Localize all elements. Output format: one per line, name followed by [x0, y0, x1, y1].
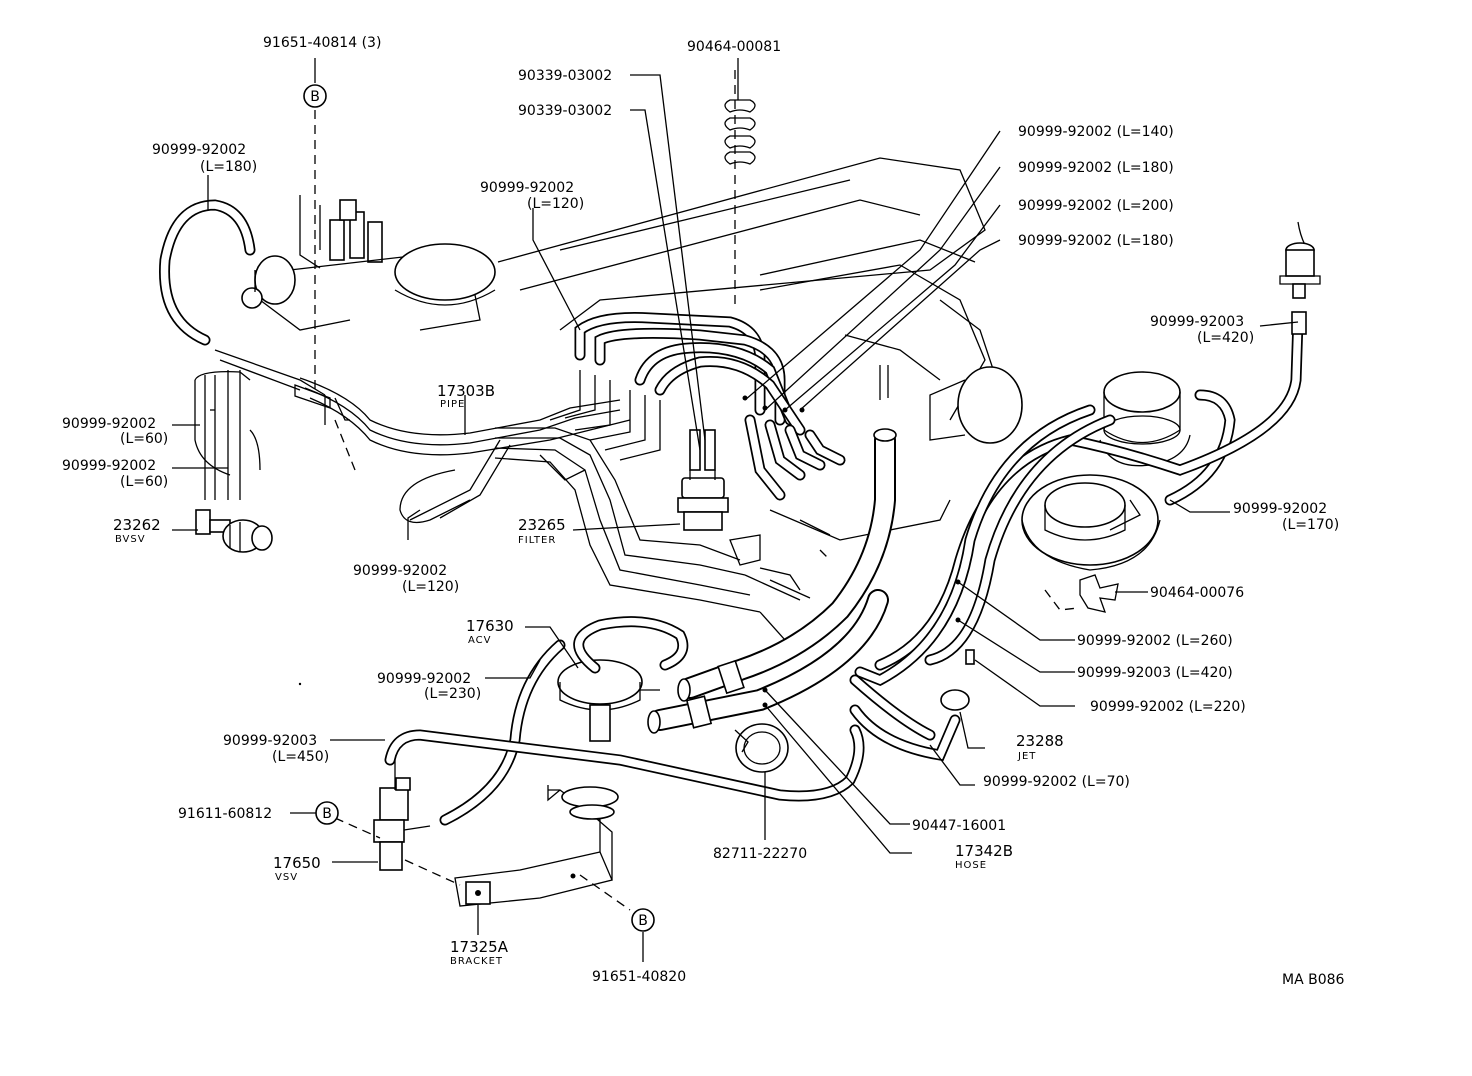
- label-17630-sub: ACV: [468, 635, 492, 646]
- label-hose-l120-bot-len: (L=120): [402, 579, 459, 595]
- ref-b-top-icon: B: [303, 84, 327, 108]
- label-90339-03002-a: 90339-03002: [518, 68, 612, 84]
- label-hose-92003-l420-top-len: (L=420): [1197, 330, 1254, 346]
- label-hose-l180-tl: 90999-92002: [152, 142, 246, 158]
- label-17303b: 17303B: [437, 382, 495, 400]
- label-23288-sub: JET: [1017, 751, 1036, 762]
- label-hose-l260: 90999-92002 (L=260): [1077, 633, 1233, 649]
- label-91651-40814: 91651-40814 (3): [263, 35, 381, 51]
- pipe-bundle: [299, 370, 801, 641]
- label-91611-60812: 91611-60812: [178, 806, 272, 822]
- label-17342b: 17342B: [955, 842, 1013, 860]
- label-hose-l170: 90999-92002: [1233, 501, 1327, 517]
- filter-icon: [677, 429, 811, 599]
- label-hose-l230-len: (L=230): [424, 686, 481, 702]
- label-82711-22270: 82711-22270: [713, 846, 807, 862]
- ref-b-vsv-icon: B: [315, 801, 339, 825]
- jet-icon: [940, 689, 970, 711]
- sensor-icon: [1279, 221, 1321, 335]
- label-hose-l200: 90999-92002 (L=200): [1018, 198, 1174, 214]
- label-17325a: 17325A: [450, 938, 509, 956]
- label-23265: 23265: [518, 516, 566, 534]
- label-91651-40820: 91651-40820: [592, 969, 686, 985]
- label-17650-sub: VSV: [275, 872, 298, 883]
- label-hose-l120-top: 90999-92002: [480, 180, 574, 196]
- lower-hoses: [384, 639, 865, 826]
- clip-90464-00081-icon: [724, 99, 756, 165]
- svg-text:B: B: [322, 806, 332, 822]
- engine-outline: [497, 70, 1023, 561]
- label-hose-l70: 90999-92002 (L=70): [983, 774, 1130, 790]
- label-hose-l60-a-len: (L=60): [120, 431, 168, 447]
- label-17630: 17630: [466, 617, 514, 635]
- label-hose-92003-l450: 90999-92003: [223, 733, 317, 749]
- svg-text:B: B: [310, 89, 320, 105]
- svg-text:B: B: [638, 913, 648, 929]
- clamp-icon: [734, 723, 789, 773]
- label-hose-l170-len: (L=170): [1282, 517, 1339, 533]
- left-hose-assembly: [194, 349, 356, 500]
- label-17342b-sub: HOSE: [955, 860, 987, 871]
- pipe-dots: [298, 395, 961, 708]
- label-hose-l180-r1: 90999-92002 (L=180): [1018, 160, 1174, 176]
- label-hose-l180-tl-len: (L=180): [200, 159, 257, 175]
- label-hose-l60-b: 90999-92002: [62, 458, 156, 474]
- distributor-icon: [241, 195, 496, 331]
- bracket-icon: [454, 785, 619, 907]
- label-23288: 23288: [1016, 732, 1064, 750]
- hose-l180-topleft: [159, 199, 256, 346]
- label-90447-16001: 90447-16001: [912, 818, 1006, 834]
- label-hose-92003-l420: 90999-92003 (L=420): [1077, 665, 1233, 681]
- bvsv-icon: [195, 509, 273, 553]
- label-90339-03002-b: 90339-03002: [518, 103, 612, 119]
- label-hose-l180-r2: 90999-92002 (L=180): [1018, 233, 1174, 249]
- label-hose-92003-l450-len: (L=450): [272, 749, 329, 765]
- upper-hose-bundle: [574, 312, 846, 501]
- label-17325a-sub: BRACKET: [450, 956, 503, 967]
- label-hose-92003-l420-top: 90999-92003: [1150, 314, 1244, 330]
- label-23265-sub: FILTER: [518, 535, 556, 546]
- label-hose-l220: 90999-92002 (L=220): [1090, 699, 1246, 715]
- label-23262: 23262: [113, 516, 161, 534]
- label-hose-l60-b-len: (L=60): [120, 474, 168, 490]
- clip-90464-00076-icon: [1044, 574, 1119, 613]
- acv-icon: [557, 616, 689, 742]
- air-cleaner-snorkel: [957, 366, 1023, 444]
- leader-lines: [172, 58, 1299, 962]
- diagram-code: MA B086: [1282, 972, 1345, 988]
- right-canisters: [1021, 371, 1236, 571]
- label-hose-l140: 90999-92002 (L=140): [1018, 124, 1174, 140]
- label-hose-l120-bot: 90999-92002: [353, 563, 447, 579]
- label-17650: 17650: [273, 854, 321, 872]
- label-90464-00081: 90464-00081: [687, 39, 781, 55]
- label-23262-sub: BVSV: [115, 534, 146, 545]
- part-labels: 91651-40814 (3) 90464-00081 90339-03002 …: [62, 35, 1345, 988]
- right-hoses: [849, 314, 1304, 762]
- label-90464-00076: 90464-00076: [1150, 585, 1244, 601]
- ref-b-bracket-icon: B: [631, 908, 655, 932]
- label-hose-l230: 90999-92002: [377, 671, 471, 687]
- label-hose-l60-a: 90999-92002: [62, 416, 156, 432]
- vsv-icon: [373, 760, 431, 871]
- label-17303b-sub: PIPE: [440, 399, 465, 410]
- label-hose-l120-top-len: (L=120): [527, 196, 584, 212]
